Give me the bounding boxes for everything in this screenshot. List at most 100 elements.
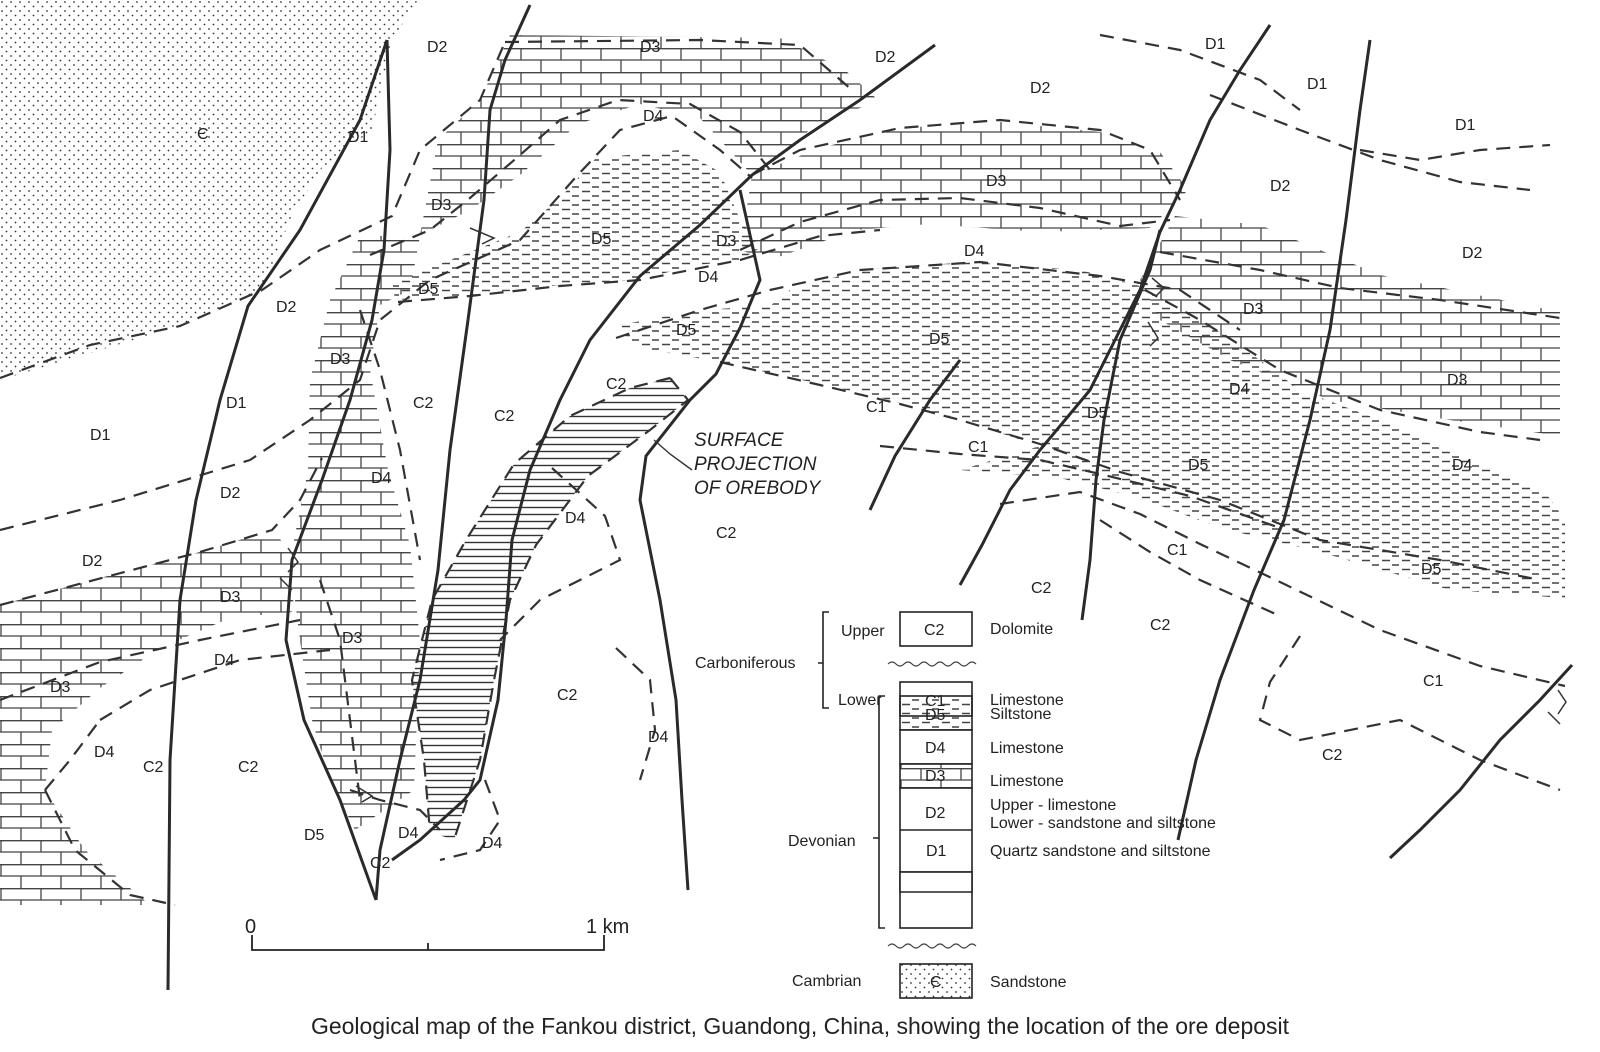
legend-d1-code: D1 bbox=[926, 843, 947, 860]
legend-upper-label: Upper bbox=[841, 623, 885, 640]
unit-label: D3 bbox=[1447, 372, 1468, 389]
unit-label: D5 bbox=[1087, 405, 1108, 422]
legend-carboniferous-label: Carboniferous bbox=[695, 655, 796, 672]
legend-d3-code: D3 bbox=[925, 768, 946, 785]
unit-label: C2 bbox=[413, 395, 434, 412]
unit-label: D2 bbox=[220, 485, 241, 502]
unit-label: D3 bbox=[1243, 301, 1264, 318]
unit-label: D1 bbox=[1205, 36, 1226, 53]
unit-label: D2 bbox=[1270, 178, 1291, 195]
legend-d5-desc: Siltstone bbox=[990, 706, 1051, 723]
orebody-annotation: SURFACE PROJECTION OF OREBODY bbox=[694, 430, 822, 499]
unit-label: D4 bbox=[1452, 457, 1473, 474]
unit-label: C1 bbox=[1423, 673, 1444, 690]
legend-d2-desc-upper: Upper - limestone bbox=[990, 797, 1116, 814]
d3-limestone-west-central bbox=[290, 236, 420, 830]
fault-lines bbox=[166, 4, 1574, 991]
unconformity-symbol bbox=[887, 943, 977, 949]
unit-label: D3 bbox=[330, 351, 351, 368]
legend-cambrian-desc: Sandstone bbox=[990, 974, 1067, 991]
unit-label: D4 bbox=[398, 825, 419, 842]
unit-label: D4 bbox=[1229, 381, 1250, 398]
unit-label: D5 bbox=[676, 322, 697, 339]
unit-label: D4 bbox=[482, 835, 503, 852]
orebody-label-line-2: PROJECTION bbox=[694, 454, 817, 475]
unit-label: D2 bbox=[427, 39, 448, 56]
d5-siltstone-east bbox=[614, 262, 1565, 598]
legend-d4-desc: Limestone bbox=[990, 740, 1064, 757]
unit-label: D3 bbox=[431, 197, 452, 214]
unit-label: D5 bbox=[1421, 561, 1442, 578]
unit-label: C2 bbox=[494, 408, 515, 425]
map-caption: Geological map of the Fankou district, G… bbox=[311, 1013, 1290, 1039]
unit-label: D3 bbox=[220, 589, 241, 606]
fault-movement-arrows bbox=[279, 227, 1567, 803]
orebody-area bbox=[412, 378, 688, 840]
unit-label: D4 bbox=[648, 729, 669, 746]
unit-label: D4 bbox=[371, 470, 392, 487]
unit-label: D3 bbox=[50, 679, 71, 696]
orebody-leader-line bbox=[653, 439, 693, 471]
legend-d3-box bbox=[899, 763, 973, 789]
unit-label: D3 bbox=[342, 630, 363, 647]
legend-c2-code: C2 bbox=[924, 622, 945, 639]
legend-lower-label: Lower bbox=[838, 692, 882, 709]
legend-cambrian-code: Є bbox=[930, 974, 942, 991]
unit-label: C2 bbox=[1322, 747, 1343, 764]
unit-label: D3 bbox=[716, 233, 737, 250]
unit-label: C1 bbox=[866, 399, 887, 416]
unit-label: D4 bbox=[214, 652, 235, 669]
unit-label: C2 bbox=[370, 855, 391, 872]
unit-label: D5 bbox=[304, 827, 325, 844]
cambrian-sandstone-area bbox=[0, 0, 418, 380]
unit-label: Є bbox=[197, 126, 209, 143]
unit-label: D4 bbox=[643, 108, 664, 125]
unit-label: C1 bbox=[968, 439, 989, 456]
unit-label: D2 bbox=[276, 299, 297, 316]
orebody-label-line-3: OF OREBODY bbox=[694, 478, 822, 499]
unit-label: D2 bbox=[875, 49, 896, 66]
legend-c1-desc: Limestone bbox=[990, 692, 1064, 709]
orebody-label-line-1: SURFACE bbox=[694, 430, 784, 451]
unit-label: D5 bbox=[591, 231, 612, 248]
legend-d4-box bbox=[899, 729, 973, 765]
unit-label: D5 bbox=[418, 281, 439, 298]
unit-label: C2 bbox=[1150, 617, 1171, 634]
stratigraphic-contacts bbox=[0, 33, 1566, 907]
legend-d5-code: D5 bbox=[925, 707, 946, 724]
d3-limestone-east bbox=[740, 122, 1188, 260]
unconformity-symbol bbox=[887, 661, 977, 667]
unit-label: D1 bbox=[1455, 117, 1476, 134]
unit-label: C2 bbox=[716, 525, 737, 542]
unit-label: D3 bbox=[986, 173, 1007, 190]
legend-d3-desc: Limestone bbox=[990, 773, 1064, 790]
unit-label: D3 bbox=[640, 39, 661, 56]
legend-cambrian-box bbox=[899, 963, 973, 999]
legend-d2-code: D2 bbox=[925, 805, 946, 822]
d3-limestone-top bbox=[420, 35, 878, 235]
legend: Carboniferous Upper Lower C2 Dolomite C1… bbox=[695, 611, 1216, 999]
scale-bar: 0 1 km bbox=[245, 916, 629, 951]
unit-label: C2 bbox=[1031, 580, 1052, 597]
scale-end-label: 1 km bbox=[586, 916, 629, 938]
legend-d4-code: D4 bbox=[925, 740, 946, 757]
unit-label: D4 bbox=[565, 510, 586, 527]
unit-labels: Є D1 D1 D1 D1 D1 D1 D2 D2 D2 D2 D2 D2 D2… bbox=[50, 36, 1483, 872]
lithology-fills bbox=[0, 0, 1565, 905]
unit-label: D4 bbox=[964, 243, 985, 260]
scale-start-label: 0 bbox=[245, 916, 256, 938]
unit-label: D2 bbox=[82, 553, 103, 570]
legend-d1-backdrop bbox=[899, 871, 973, 929]
unit-label: D4 bbox=[94, 744, 115, 761]
legend-d2-desc-lower: Lower - sandstone and siltstone bbox=[990, 815, 1216, 832]
legend-cambrian-label: Cambrian bbox=[792, 973, 861, 990]
unit-label: D2 bbox=[1462, 245, 1483, 262]
legend-devonian-label: Devonian bbox=[788, 833, 856, 850]
d3-limestone-far-east bbox=[1140, 216, 1560, 436]
unit-label: D5 bbox=[1188, 457, 1209, 474]
unit-label: D5 bbox=[929, 331, 950, 348]
unit-label: D1 bbox=[226, 395, 247, 412]
legend-d1-desc: Quartz sandstone and siltstone bbox=[990, 843, 1211, 860]
d3-limestone-lower-left bbox=[0, 530, 298, 905]
